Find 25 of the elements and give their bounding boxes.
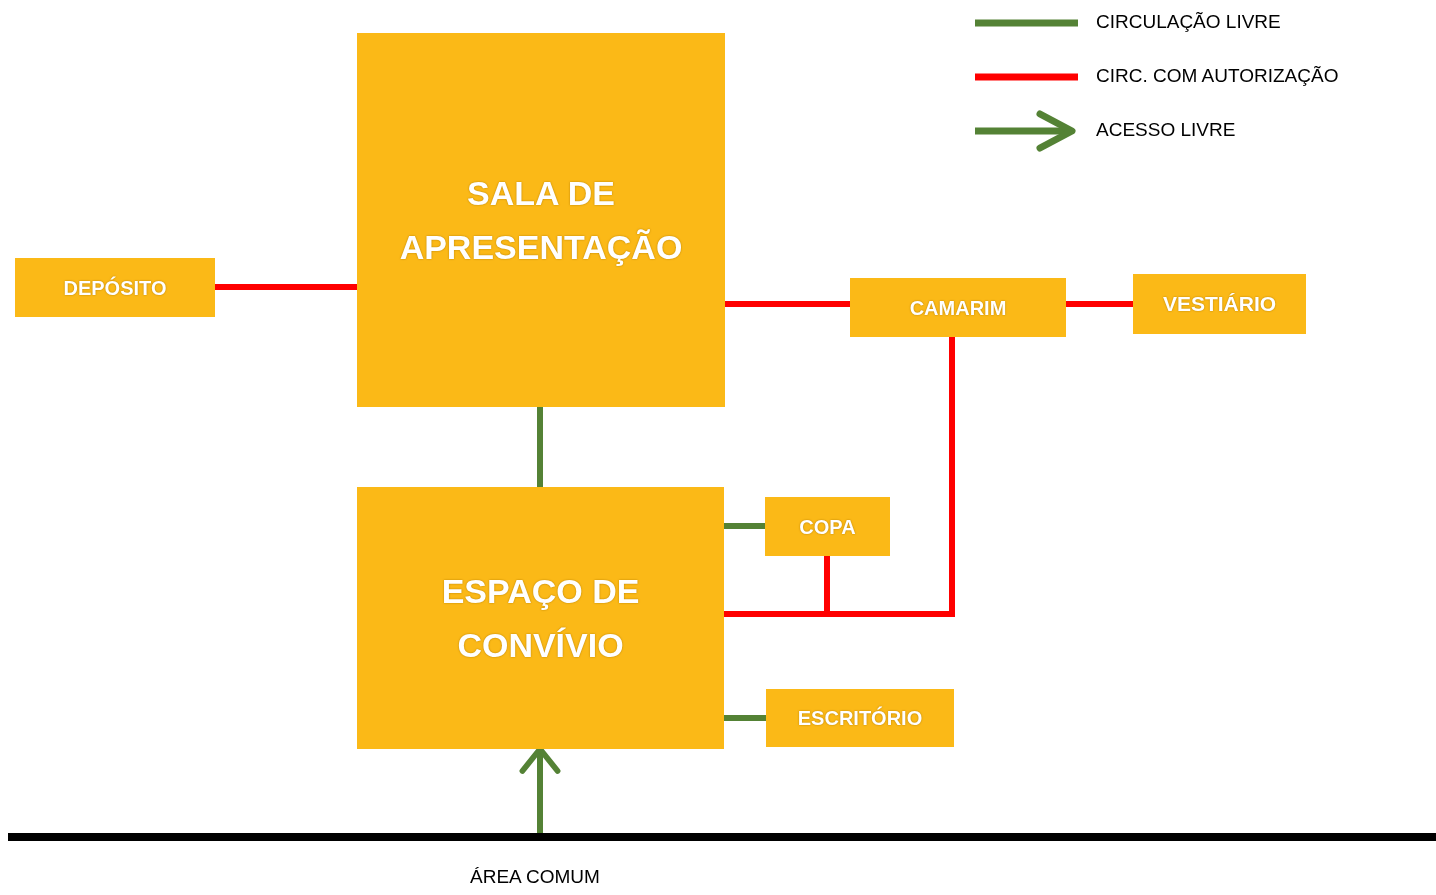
room-label: DEPÓSITO [63,275,167,301]
legend-label: ACESSO LIVRE [1096,119,1236,141]
room-box [766,689,954,747]
room-label: SALA DE APRESENTAÇÃO [398,172,684,268]
connector-line [537,407,543,487]
room-box [15,258,215,317]
room-box [1133,274,1306,334]
room-box [357,33,725,407]
area-label: ÁREA COMUM [470,866,600,888]
legend-label: CIRCULAÇÃO LIVRE [1096,11,1281,33]
room-label: ESCRITÓRIO [797,705,923,731]
room-label: VESTIÁRIO [1162,291,1277,318]
connector-line [724,523,765,529]
connector-line [1066,301,1133,307]
connector-line [725,301,850,307]
room-label: ESPAÇO DE CONVÍVIO [440,570,641,666]
connector-line [724,715,766,721]
room-box [850,278,1066,337]
connector-line [215,284,357,290]
connector-line [824,337,955,617]
room-box [765,497,890,556]
room-label: COPA [799,514,856,540]
room-box [357,487,724,749]
legend-label: CIRC. COM AUTORIZAÇÃO [1096,65,1339,87]
room-label: CAMARIM [909,295,1007,321]
